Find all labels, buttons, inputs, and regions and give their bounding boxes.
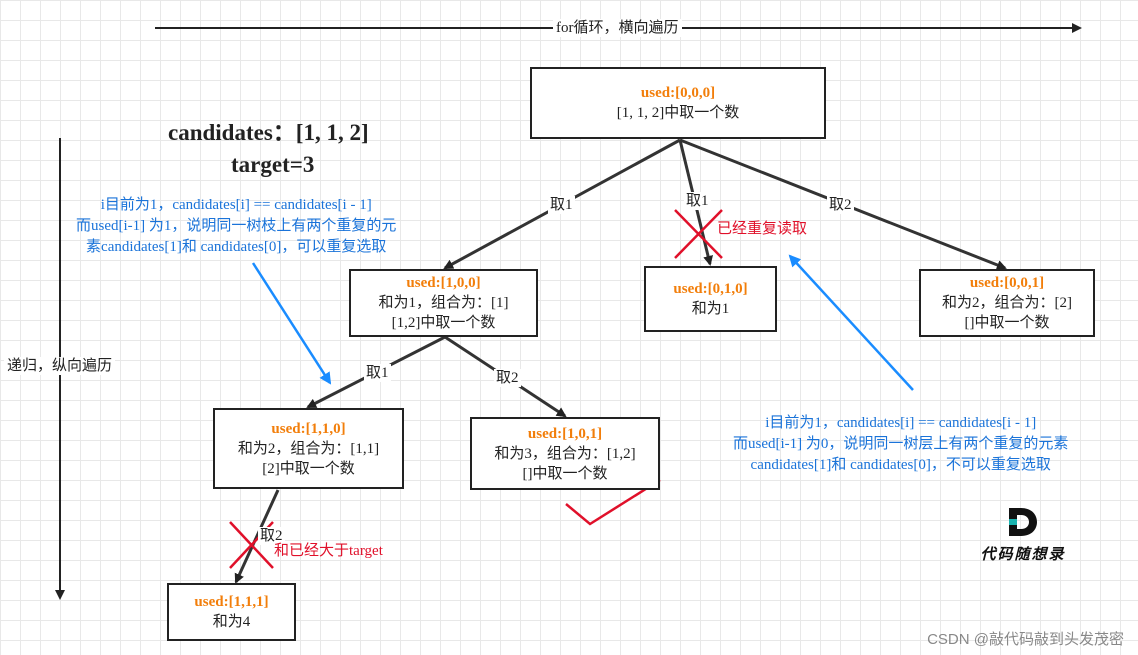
edge-label-root-a: 取1 — [548, 196, 575, 214]
node-text: []中取一个数 — [522, 465, 608, 482]
node-used-state: used:[1,1,0] — [271, 420, 346, 437]
node-text: 和为2，组合为：[2] — [942, 295, 1072, 311]
edge-label-a-aa: 取1 — [364, 364, 391, 382]
node-text: 和为2，组合为：[1,1] — [237, 440, 380, 457]
edge-label-root-c: 取2 — [827, 196, 854, 214]
node-used-state: used:[1,1,1] — [194, 594, 269, 610]
problem-candidates: candidates：[1, 1, 2] — [168, 120, 369, 145]
node-used-state: used:[0,1,0] — [673, 281, 748, 297]
edge-label-aa-aaa: 取2 — [258, 527, 285, 545]
tree-node-root: used:[0,0,0] [1, 1, 2]中取一个数 — [530, 67, 826, 139]
node-text: [1,2]中取一个数 — [391, 315, 496, 331]
node-text: 和为4 — [212, 614, 251, 630]
tree-node-b: used:[0,1,0] 和为1 — [644, 266, 777, 332]
note-exceeds-target: 和已经大于target — [274, 543, 383, 559]
tree-node-c: used:[0,0,1] 和为2，组合为：[2] []中取一个数 — [919, 269, 1095, 337]
tree-node-aa: used:[1,1,0] 和为2，组合为：[1,1] [2]中取一个数 — [213, 408, 404, 489]
edge-label-root-b: 取1 — [684, 192, 711, 210]
node-text: [2]中取一个数 — [262, 460, 355, 477]
tree-node-aaa: used:[1,1,1] 和为4 — [167, 583, 296, 641]
vertical-axis-label: 递归，纵向遍历 — [4, 357, 116, 375]
note-already-read: 已经重复读取 — [717, 221, 808, 237]
edge-label-a-ab: 取2 — [494, 369, 521, 387]
watermark: CSDN @敲代码敲到头发茂密 — [927, 631, 1124, 648]
node-text: 和为1，组合为：[1] — [378, 295, 509, 311]
node-text: [1, 1, 2]中取一个数 — [616, 105, 740, 121]
node-used-state: used:[1,0,1] — [527, 425, 603, 442]
horizontal-axis-label: for循环，横向遍历 — [553, 19, 682, 37]
logo-text: 代码随想录 — [980, 545, 1066, 563]
edge-aa-aaa — [234, 489, 280, 584]
blue-arrow-left — [251, 262, 332, 385]
note-same-branch: i目前为1，candidates[i] == candidates[i - 1]… — [76, 197, 397, 255]
node-text: 和为3，组合为：[1,2] — [494, 445, 636, 462]
node-text: 和为1 — [691, 301, 730, 317]
node-used-state: used:[0,0,1] — [969, 275, 1045, 291]
tree-node-ab: used:[1,0,1] 和为3，组合为：[1,2] []中取一个数 — [470, 417, 660, 490]
red-cross-repeat — [674, 209, 723, 259]
brand-logo: 代码随想录 — [968, 506, 1078, 564]
node-text: []中取一个数 — [964, 315, 1050, 331]
logo-d-icon — [1009, 508, 1037, 536]
node-used-state: used:[0,0,0] — [640, 85, 716, 101]
problem-target: target=3 — [231, 152, 315, 177]
red-checkmark — [565, 478, 661, 526]
blue-arrow-right — [788, 254, 914, 391]
note-same-level: i目前为1，candidates[i] == candidates[i - 1]… — [733, 415, 1069, 473]
tree-node-a: used:[1,0,0] 和为1，组合为：[1] [1,2]中取一个数 — [349, 269, 538, 337]
node-used-state: used:[1,0,0] — [406, 275, 481, 291]
